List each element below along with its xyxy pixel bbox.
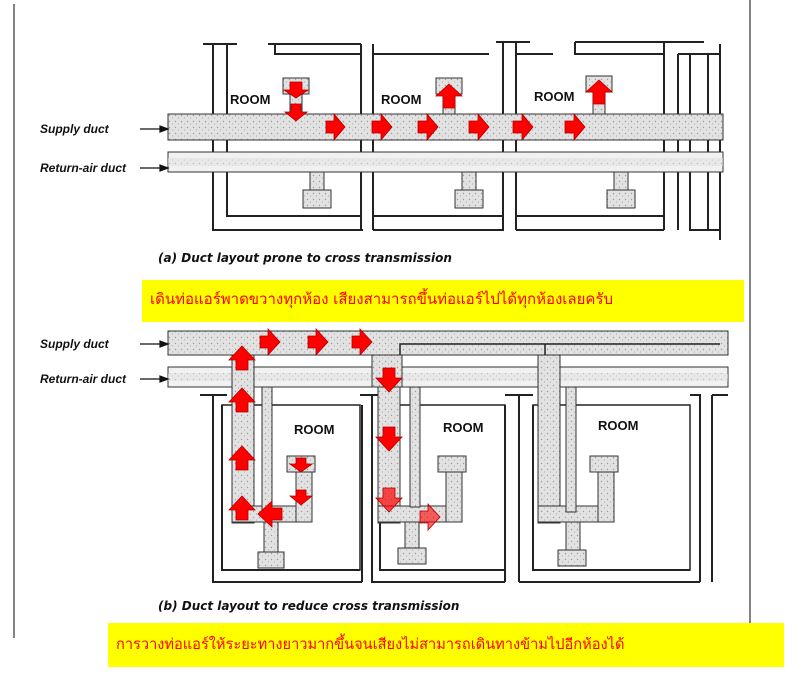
- supply-duct-label: Supply duct: [40, 337, 110, 351]
- arrow-up-icon: [228, 345, 256, 371]
- panel-b: ROOM ROOM ROOM Supply duct Return-air du…: [40, 327, 729, 613]
- arrow-right-icon: [419, 502, 441, 532]
- arrow-down-icon: [288, 457, 314, 473]
- arrow-down-icon: [375, 426, 403, 452]
- room-label: ROOM: [230, 92, 270, 107]
- page-frame: [13, 0, 751, 638]
- annotation-top: เดินท่อแอร์พาดขวางทุกห้อง เสียงสามารถขึ้…: [142, 280, 744, 322]
- return-air-duct-a: [167, 151, 724, 173]
- arrow-down-icon: [288, 489, 314, 506]
- arrow-down-icon: [375, 487, 403, 513]
- supply-duct-b: [167, 330, 729, 356]
- arrow-right-icon: [259, 327, 281, 357]
- supply-duct-a: [167, 113, 724, 141]
- arrow-right-icon: [417, 112, 439, 142]
- arrow-right-icon: [564, 112, 586, 142]
- arrow-right-icon: [512, 112, 534, 142]
- room-label: ROOM: [381, 92, 421, 107]
- panel-a-walls: [203, 41, 721, 240]
- arrow-up-icon: [228, 495, 256, 521]
- room-label: ROOM: [294, 422, 334, 437]
- return-grilles-a: [302, 171, 636, 209]
- arrow-up-icon: [228, 445, 256, 471]
- arrow-right-icon: [371, 112, 393, 142]
- caption-b: (b) Duct layout to reduce cross transmis…: [158, 599, 459, 613]
- annotation-bottom: การวางท่อแอร์ให้ระยะทางยาวมากขึ้นจนเสียง…: [108, 623, 784, 667]
- arrow-down-icon: [283, 103, 309, 122]
- sound-path-arrows-a: [282, 79, 614, 142]
- arrow-right-icon: [307, 327, 329, 357]
- room-label: ROOM: [534, 89, 574, 104]
- arrow-up-icon: [584, 79, 614, 105]
- arrow-right-icon: [351, 327, 373, 357]
- arrow-down-icon: [282, 81, 310, 99]
- room-label: ROOM: [443, 420, 483, 435]
- panel-a: ROOM ROOM ROOM Supply duct Return-air du…: [40, 41, 724, 265]
- sound-path-arrows-b: [228, 327, 441, 532]
- supply-duct-label: Supply duct: [40, 122, 110, 136]
- arrow-down-icon: [375, 367, 403, 393]
- return-air-duct-label: Return-air duct: [40, 372, 127, 386]
- return-air-duct-label: Return-air duct: [40, 161, 127, 175]
- arrow-right-icon: [468, 112, 490, 142]
- arrow-left-icon: [257, 500, 283, 528]
- return-air-duct-b: [167, 366, 729, 388]
- arrow-up-icon: [434, 83, 464, 109]
- room-label: ROOM: [598, 418, 638, 433]
- arrow-right-icon: [325, 112, 346, 142]
- arrow-up-icon: [228, 387, 256, 413]
- caption-a: (a) Duct layout prone to cross transmiss…: [158, 251, 452, 265]
